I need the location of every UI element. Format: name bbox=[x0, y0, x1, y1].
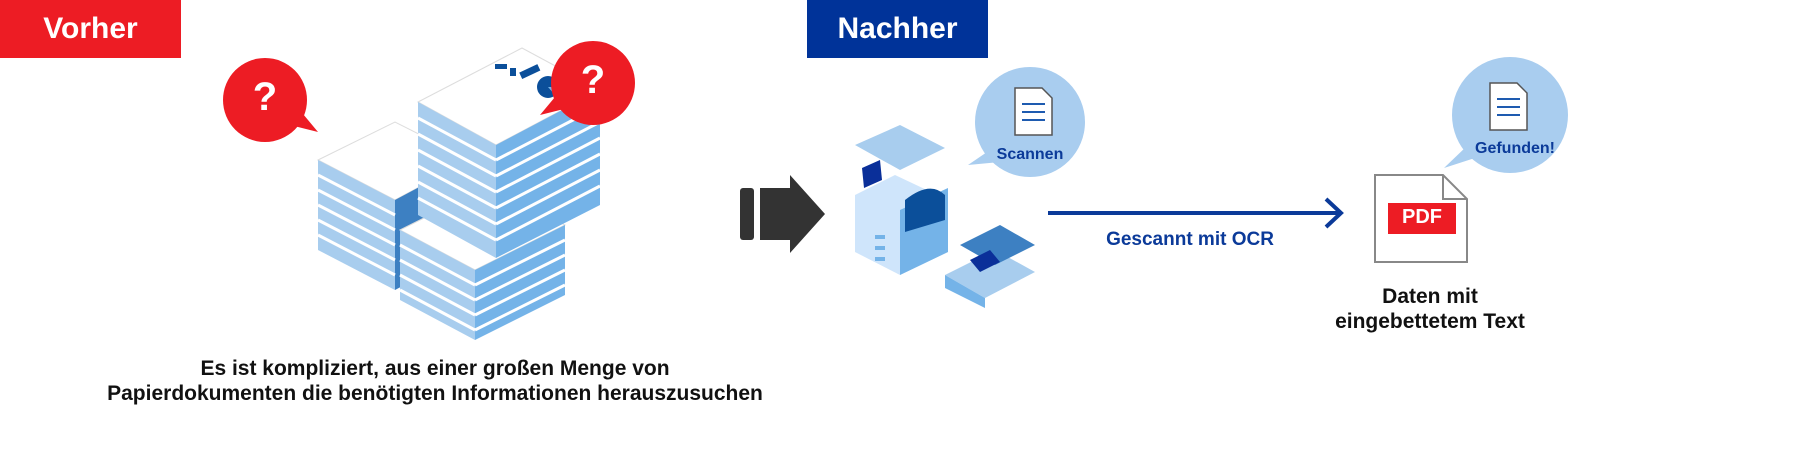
result-caption: Daten mit eingebettetem Text bbox=[1330, 284, 1530, 334]
question-bubble-right bbox=[540, 41, 635, 125]
caption-line-2: Papierdokumenten die benötigten Informat… bbox=[107, 382, 763, 405]
question-mark-left: ? bbox=[252, 75, 278, 119]
document-icon bbox=[1489, 82, 1528, 131]
caption-line-1: Es ist kompliziert, aus einer großen Men… bbox=[200, 357, 670, 380]
printer-icon bbox=[855, 125, 948, 275]
transition-arrow-icon bbox=[740, 175, 825, 253]
before-caption: Es ist kompliziert, aus einer großen Men… bbox=[60, 356, 810, 406]
found-bubble-label: Gefunden! bbox=[1475, 140, 1555, 157]
result-line-1: Daten mit bbox=[1382, 285, 1478, 308]
question-mark-right: ? bbox=[580, 58, 606, 102]
document-icon bbox=[1014, 87, 1053, 136]
pdf-document-icon bbox=[1374, 174, 1468, 263]
ocr-label: Gescannt mit OCR bbox=[1106, 229, 1274, 250]
scanner-icon bbox=[945, 225, 1035, 308]
before-label: Vorher bbox=[0, 0, 181, 58]
result-line-2: eingebettetem Text bbox=[1335, 310, 1525, 333]
scan-bubble-label: Scannen bbox=[996, 146, 1064, 163]
ocr-arrow bbox=[1048, 197, 1344, 229]
question-bubble-left bbox=[223, 58, 318, 142]
scan-bubble bbox=[968, 67, 1085, 177]
pdf-badge: PDF bbox=[1402, 206, 1442, 228]
found-bubble bbox=[1444, 57, 1568, 173]
after-label: Nachher bbox=[807, 0, 988, 58]
